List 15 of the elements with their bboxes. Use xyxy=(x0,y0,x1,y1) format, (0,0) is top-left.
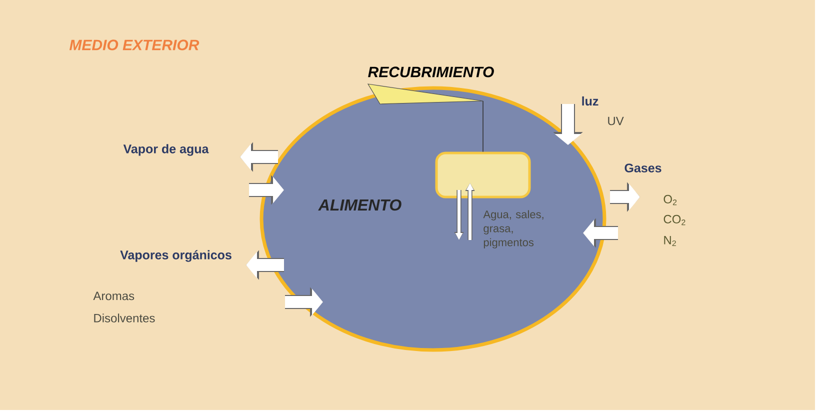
text-label: Vapores orgánicos xyxy=(120,250,232,262)
text-label: Aromas xyxy=(93,292,134,300)
text-label: O$_{2}$ xyxy=(664,194,677,206)
text-label: CO$_{2}$ xyxy=(664,214,686,226)
text-label: UV xyxy=(608,116,624,126)
text-label: Agua, sales, grasa, pigmentos xyxy=(483,210,544,248)
text-label: Vapor de agua xyxy=(123,144,209,156)
food-label: ALIMENTO xyxy=(318,199,402,211)
leader-line xyxy=(482,100,484,152)
text-label: N$_{2}$ xyxy=(664,236,676,246)
region-label: MEDIO EXTERIOR xyxy=(69,40,200,50)
text-label: luz xyxy=(582,96,598,106)
inner-box xyxy=(435,152,531,198)
text-label: Disolventes xyxy=(94,314,155,322)
text-label: Gases xyxy=(624,164,662,172)
